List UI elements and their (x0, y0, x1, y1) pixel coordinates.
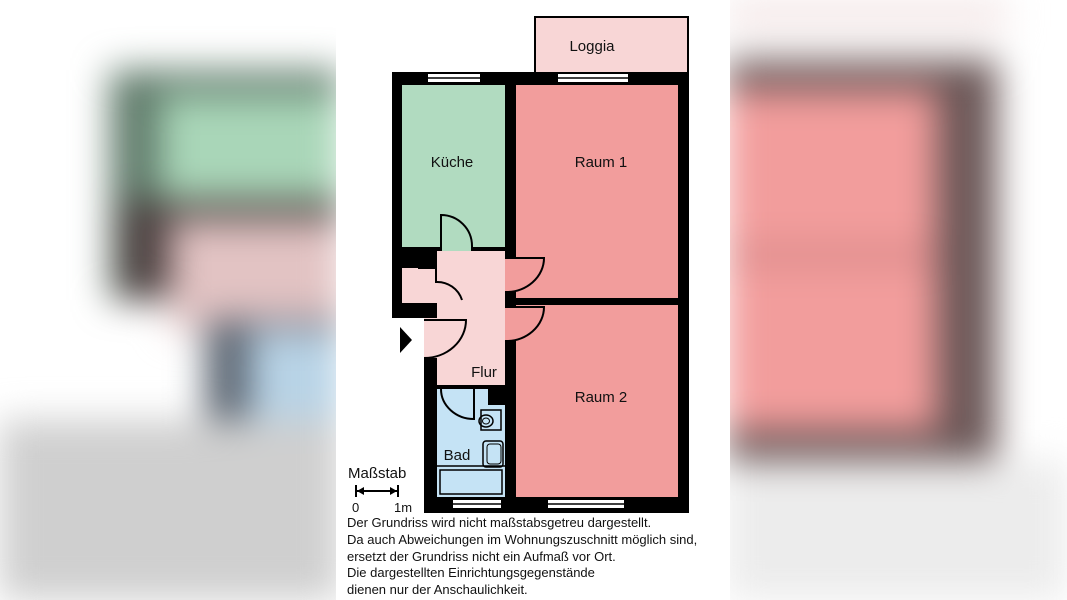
disclaimer-line: dienen nur der Anschaulichkeit. (347, 582, 528, 598)
disclaimer-text: Der Grundriss wird nicht maßstabsgetreu … (347, 515, 730, 599)
scale-start: 0 (352, 500, 360, 515)
door-room2[interactable] (504, 306, 546, 343)
wall-stub (402, 251, 418, 268)
floor-plan-panel: Loggia Küche Raum 1 Raum 2 Flur Bad Maßs… (336, 0, 730, 600)
door-room1[interactable] (504, 257, 546, 294)
label-kitchen: Küche (431, 154, 474, 171)
label-bath: Bad (444, 447, 471, 464)
disclaimer-line: Die dargestellten Einrichtungsgegenständ… (347, 565, 595, 581)
scale-end: 1m (394, 500, 413, 515)
floor-plan: Loggia Küche Raum 1 Raum 2 Flur Bad (355, 16, 689, 513)
hall-area (437, 251, 505, 385)
wall-entry-top (392, 300, 426, 320)
blurred-background-left (0, 0, 340, 600)
disclaimer-line: Der Grundriss wird nicht maßstabsgetreu … (347, 515, 652, 530)
blurred-background-right (727, 0, 1067, 600)
disclaimer-line: Da auch Abweichungen im Wohnungszuschnit… (347, 531, 698, 547)
toilet-icon (478, 409, 502, 431)
entry-arrow-icon (400, 327, 412, 353)
bathtub-icon (437, 465, 505, 495)
bath-wall-stub (488, 389, 505, 405)
loggia-area (534, 16, 689, 74)
scale-bar (355, 485, 399, 497)
label-room1: Raum 1 (575, 154, 628, 171)
label-room2: Raum 2 (575, 389, 628, 406)
room2-area (516, 305, 678, 497)
sink-icon (482, 440, 504, 468)
door-entry[interactable] (423, 319, 468, 359)
scale-title: Maßstab (348, 465, 407, 482)
door-kitchen[interactable] (440, 213, 473, 251)
door-closet[interactable] (435, 268, 463, 301)
closet-area (402, 268, 438, 303)
door-bath[interactable] (440, 388, 475, 421)
disclaimer-line: ersetzt der Grundriss nicht ein Aufmaß v… (347, 548, 616, 564)
label-loggia: Loggia (569, 38, 615, 55)
label-hall: Flur (471, 364, 497, 381)
